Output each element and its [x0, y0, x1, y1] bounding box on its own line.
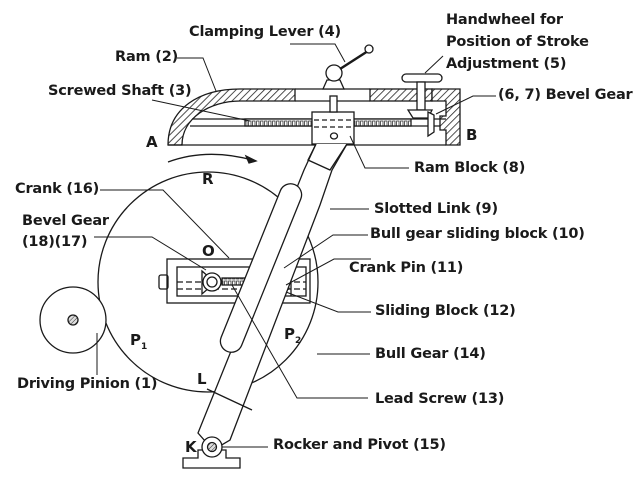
label-screwed-shaft: Screwed Shaft (3)	[48, 83, 192, 99]
point-o: O	[202, 242, 215, 260]
slotted-link	[197, 143, 348, 451]
label-bevel-gear-left-1: Bevel Gear	[22, 213, 109, 229]
bevel-gear-17-18	[201, 269, 222, 296]
label-bull-gear: Bull Gear (14)	[375, 346, 486, 362]
label-driving-pinion: Driving Pinion (1)	[17, 376, 158, 392]
bull-gear	[97, 171, 319, 393]
label-handwheel-1: Handwheel for	[446, 12, 563, 28]
leader-ram-block	[349, 135, 409, 169]
point-b: B	[466, 126, 478, 144]
rotation-arrow	[167, 153, 257, 163]
point-p1-letter: P	[130, 331, 141, 349]
point-k: K	[185, 438, 197, 456]
label-handwheel-2: Position of Stroke	[446, 34, 589, 50]
point-p2-subscript: 2	[295, 336, 302, 346]
leader-handwheel	[424, 55, 444, 74]
point-p2: P2	[284, 325, 302, 346]
leader-bull-gear-sliding-block	[283, 234, 368, 269]
leader-clamping-lever	[290, 43, 346, 63]
point-p2-letter: P	[284, 325, 295, 343]
point-r: R	[202, 170, 214, 188]
label-handwheel-3: Adjustment (5)	[446, 56, 567, 72]
clamping-lever	[321, 44, 374, 113]
ram-block	[311, 111, 355, 145]
label-bevel-gear-top: (6, 7) Bevel Gear	[498, 87, 633, 103]
label-sliding-block: Sliding Block (12)	[375, 303, 516, 319]
leader-screwed-shaft	[151, 99, 251, 122]
label-lead-screw: Lead Screw (13)	[375, 391, 505, 407]
handwheel	[401, 73, 443, 111]
label-bull-gear-sliding-block: Bull gear sliding block (10)	[370, 226, 585, 242]
label-rocker-pivot: Rocker and Pivot (15)	[273, 437, 446, 453]
leader-ram	[177, 57, 217, 92]
label-slotted-link: Slotted Link (9)	[374, 201, 498, 217]
leader-bevel-gear-left	[94, 236, 207, 271]
point-p1-subscript: 1	[141, 342, 148, 352]
label-bevel-gear-left-2: (18)(17)	[22, 234, 88, 250]
label-ram-block: Ram Block (8)	[414, 160, 526, 176]
label-clamping-lever: Clamping Lever (4)	[189, 24, 341, 40]
point-p1: P1	[130, 331, 148, 352]
label-crank-pin: Crank Pin (11)	[349, 260, 464, 276]
leader-crank-pin	[285, 258, 371, 286]
leader-bevel-gear-top	[435, 95, 496, 115]
bevel-gear-6-7	[406, 109, 435, 138]
point-a: A	[146, 133, 158, 151]
leader-sliding-block	[285, 291, 371, 313]
leader-lead-screw	[231, 284, 368, 399]
rocker-pivot	[182, 436, 241, 469]
point-l: L	[197, 370, 207, 388]
label-crank: Crank (16)	[15, 181, 100, 197]
label-ram: Ram (2)	[115, 49, 179, 65]
leader-crank	[100, 189, 230, 259]
